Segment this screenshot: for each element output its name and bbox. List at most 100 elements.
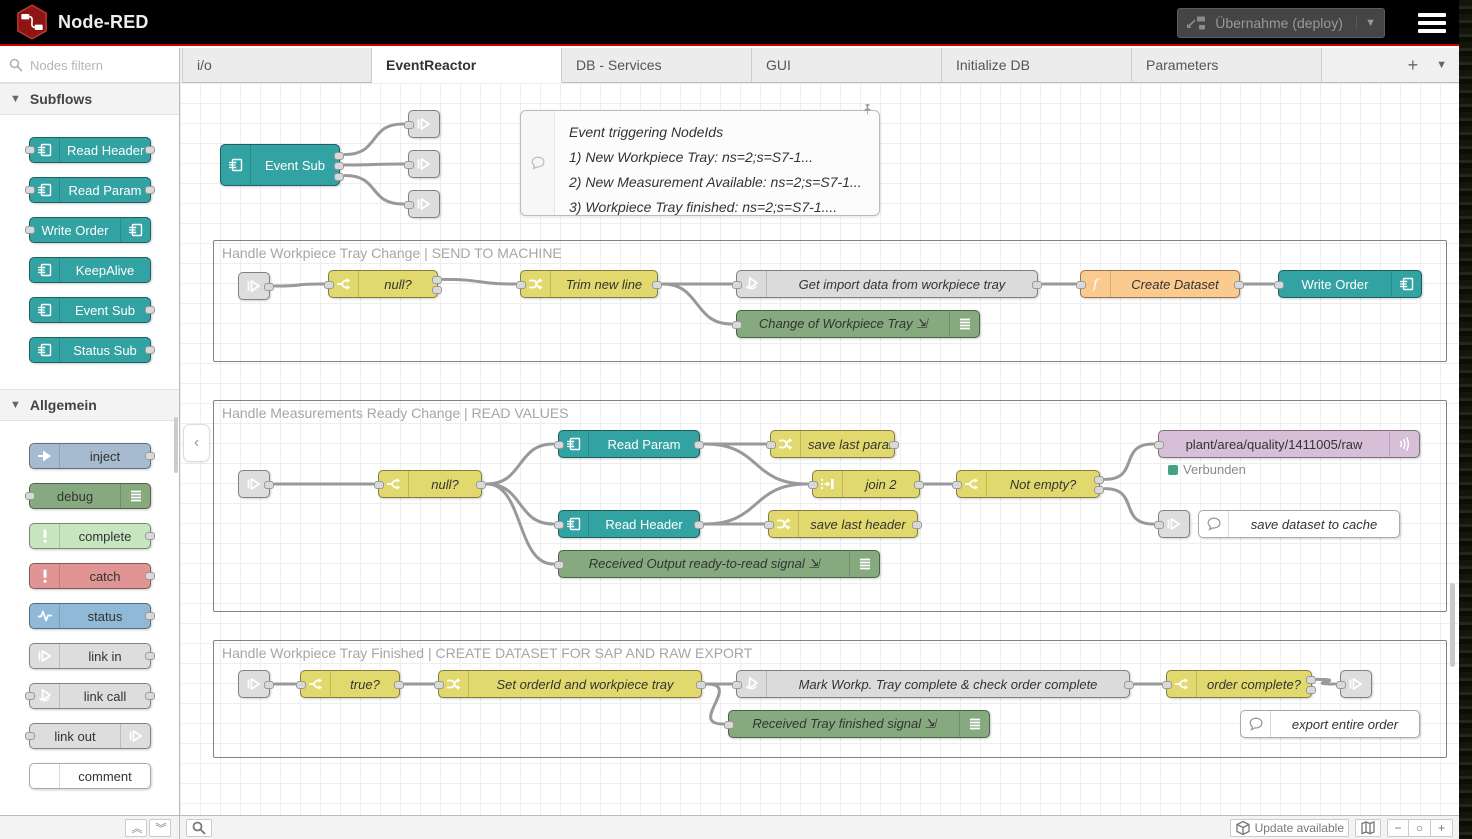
deploy-button[interactable]: Übernahme (deploy) ▼ [1177,8,1385,38]
palette-node-link-in[interactable]: link in [29,643,155,669]
node-trim-new-line[interactable]: Trim new line [516,270,662,298]
node-get-import-data-from-workpiece-tray[interactable]: Get import data from workpiece tray [732,270,1042,298]
output-port[interactable] [912,521,922,529]
wire[interactable] [343,162,405,167]
wire[interactable] [441,277,517,286]
input-port[interactable] [766,441,776,449]
tab-parameters[interactable]: Parameters [1132,48,1322,83]
tab-db-services[interactable]: DB - Services [562,48,752,83]
wire[interactable] [485,482,555,566]
node-not-empty[interactable]: Not empty? [952,470,1104,498]
input-port[interactable] [434,681,444,689]
palette-node-comment[interactable]: comment [29,763,151,789]
wire[interactable] [705,682,725,726]
node-link-g1li[interactable] [238,272,274,300]
palette-category-expand-all-button[interactable]: ︾ [149,818,171,837]
input-port[interactable] [404,201,414,209]
node-change-of-workpiece-tray[interactable]: Change of Workpiece Tray ⇲ [732,310,980,338]
input-port[interactable] [554,561,564,569]
input-port[interactable] [732,281,742,289]
output-port[interactable] [1306,676,1316,685]
input-port[interactable] [1154,441,1164,449]
input-port[interactable] [296,681,306,689]
palette-node-complete[interactable]: complete [29,523,155,549]
node-save-last-header[interactable]: save last header [764,510,922,538]
palette-node-write-order[interactable]: Write Order [25,217,151,243]
node-link-g2lo[interactable] [1154,510,1190,538]
tab-i-o[interactable]: i/o [182,48,372,83]
palette-node-inject[interactable]: inject [29,443,155,469]
wire[interactable] [1103,487,1155,526]
output-port[interactable] [889,441,899,449]
wire[interactable] [1315,677,1337,686]
input-port[interactable] [1076,281,1086,289]
palette-node-catch[interactable]: catch [29,563,155,589]
workspace-search-button[interactable] [186,818,212,837]
palette-node-event-sub[interactable]: Event Sub [29,297,155,323]
node-join-2[interactable]: join 2 [808,470,924,498]
node-mark-workp-tray-complete-check-order-complete[interactable]: Mark Workp. Tray complete & check order … [732,670,1134,698]
deploy-options-caret-icon[interactable]: ▼ [1356,17,1376,29]
output-port[interactable] [394,681,404,689]
output-port[interactable] [1234,281,1244,289]
input-port[interactable] [732,681,742,689]
output-port[interactable] [264,481,274,489]
palette-node-read-header[interactable]: Read Header [25,137,155,163]
palette-collapse-button[interactable]: ‹ [183,424,210,462]
node-received-output-ready-to-read-signal[interactable]: Received Output ready-to-read signal ⇲ [554,550,880,578]
zoom-in-button[interactable]: + [1431,818,1453,837]
input-port[interactable] [404,161,414,169]
node-order-complete[interactable]: order complete? [1162,670,1316,698]
palette-category-subflows[interactable]: ▼Subflows [0,83,179,115]
palette-search[interactable] [0,48,179,83]
node-received-tray-finished-signal[interactable]: Received Tray finished signal ⇲ [724,710,990,738]
output-port[interactable] [652,281,662,289]
input-port[interactable] [554,521,564,529]
node-set-orderid-and-workpiece-tray[interactable]: Set orderId and workpiece tray [434,670,706,698]
node-link-l2[interactable] [404,150,440,178]
wire[interactable] [485,442,555,486]
node-link-l3[interactable] [404,190,440,218]
palette-node-keepalive[interactable]: KeepAlive [29,257,151,283]
group-g2[interactable]: Handle Measurements Ready Change | READ … [213,400,1447,612]
output-port[interactable] [914,481,924,489]
zoom-reset-button[interactable]: ○ [1409,818,1431,837]
node-link-l1[interactable] [404,110,440,138]
input-port[interactable] [764,521,774,529]
input-port[interactable] [1274,281,1284,289]
tab-initialize-db[interactable]: Initialize DB [942,48,1132,83]
group-g3[interactable]: Handle Workpiece Tray Finished | CREATE … [213,640,1447,758]
palette-category-allgemein[interactable]: ▼Allgemein [0,389,179,421]
output-port[interactable] [334,162,344,170]
node-link-g3lo[interactable] [1336,670,1372,698]
output-port[interactable] [1124,681,1134,689]
output-port[interactable] [432,285,442,294]
node-save-dataset-to-cache[interactable]: save dataset to cache [1198,510,1400,538]
input-port[interactable] [554,441,564,449]
output-port[interactable] [264,681,274,689]
node-read-param[interactable]: Read Param [554,430,704,458]
wire[interactable] [273,282,325,288]
zoom-out-button[interactable]: − [1387,818,1409,837]
input-port[interactable] [732,321,742,329]
output-port[interactable] [694,441,704,449]
output-port[interactable] [432,276,442,285]
node-export-entire-order[interactable]: export entire order [1240,710,1420,738]
palette-node-status-sub[interactable]: Status Sub [29,337,155,363]
node-link-g3li[interactable] [238,670,274,698]
output-port[interactable] [1032,281,1042,289]
input-port[interactable] [808,481,818,489]
update-available-button[interactable]: Update available [1229,818,1349,837]
navigator-toggle-button[interactable] [1355,818,1381,837]
output-port[interactable] [1094,476,1104,485]
group-g1[interactable]: Handle Workpiece Tray Change | SEND TO M… [213,240,1447,362]
output-port[interactable] [476,481,486,489]
output-port[interactable] [334,151,344,160]
output-port[interactable] [1094,485,1104,494]
palette-node-status[interactable]: status [29,603,155,629]
flow-canvas[interactable]: Handle Workpiece Tray Change | SEND TO M… [180,83,1459,815]
output-port[interactable] [1306,685,1316,694]
node-link-g2li[interactable] [238,470,274,498]
node-true[interactable]: true? [296,670,404,698]
